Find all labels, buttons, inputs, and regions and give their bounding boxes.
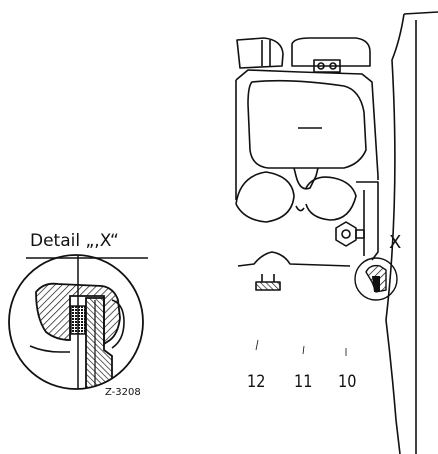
housing-section (35, 282, 121, 346)
lower-housing-left (235, 171, 295, 223)
nut-hole-left (317, 62, 325, 70)
callout-dark-seal (372, 276, 380, 292)
reference-code: Z-3208 (105, 387, 141, 398)
lip-contour (111, 299, 125, 349)
detail-title: Detail „,X“ (30, 231, 119, 251)
engine-assembly (235, 11, 438, 454)
hex-nut-center (341, 229, 351, 239)
hex-nut (335, 221, 357, 247)
part-number-10: 10 (338, 372, 357, 392)
retainer-section (85, 297, 113, 389)
lower-mount-line (237, 251, 351, 267)
housing-outline (235, 69, 379, 180)
leader-lines (255, 339, 347, 356)
housing-joint (295, 205, 305, 212)
right-housing-face (356, 181, 379, 261)
leader-12 (255, 339, 259, 351)
outer-shell (385, 11, 438, 454)
callout-marker (354, 257, 398, 301)
callout-letter: X (389, 232, 402, 253)
cover-contour (29, 345, 70, 353)
part-number-11: 11 (294, 372, 313, 392)
leader-11 (302, 345, 305, 355)
callout-circle (354, 257, 398, 301)
top-cap-nut (313, 59, 341, 73)
part-number-12: 12 (247, 372, 266, 392)
drain-plug (255, 281, 281, 291)
bolt-shank (355, 229, 365, 239)
detail-x-view (8, 254, 148, 390)
valve-port (293, 167, 319, 190)
nut-hole-right (329, 62, 337, 70)
seal-ring-section (70, 305, 86, 335)
top-cap (236, 37, 284, 69)
detail-circle (8, 254, 144, 390)
top-right-cap (291, 37, 371, 67)
lower-housing-right (305, 176, 357, 221)
tank-body (247, 79, 367, 169)
